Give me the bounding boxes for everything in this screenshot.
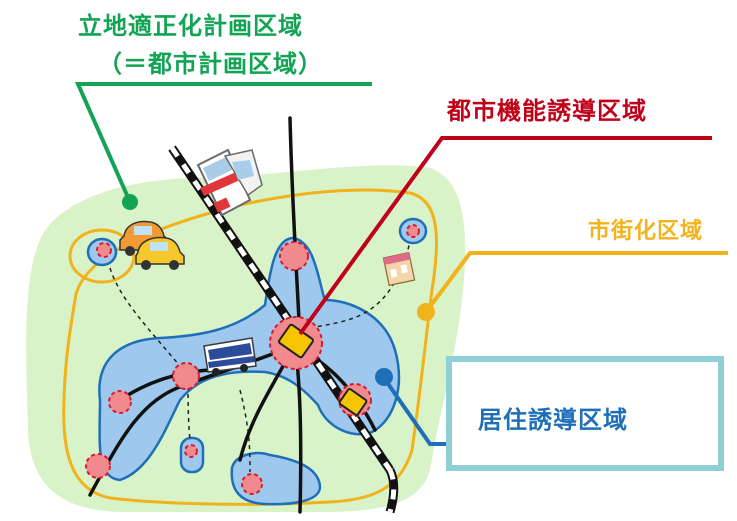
urban-function-node-left <box>108 390 132 414</box>
urban-function-node-bottom <box>241 473 263 495</box>
urban-function-area-label: 都市機能誘導区域 <box>447 97 647 125</box>
urban-function-node-bottomleft <box>85 453 111 479</box>
leader-location-plan <box>74 82 372 203</box>
urbanization-area-outline <box>62 188 439 506</box>
urbanization-dot <box>417 303 435 321</box>
station-markers <box>278 323 368 416</box>
car-icon <box>135 236 185 270</box>
residential-area-label: 居住誘導区域 <box>478 406 628 434</box>
location-plan-dot <box>122 194 138 210</box>
urban-function-node-top <box>279 241 309 271</box>
urbanization-area-label: 市街化区域 <box>588 219 704 244</box>
location-plan-area-label: 立地適正化計画区域 <box>78 12 303 40</box>
urban-function-node-center <box>172 362 200 390</box>
urban-function-node-upperright <box>406 224 420 238</box>
shop-icon <box>382 251 416 287</box>
leader-urbanization <box>424 251 728 314</box>
urbanization-enclave <box>68 228 136 284</box>
residential-label-box <box>446 356 724 471</box>
leader-urban-function <box>298 136 712 336</box>
urban-function-node-small <box>184 444 198 458</box>
station-icon <box>338 388 368 416</box>
location-plan-area-sublabel: （＝都市計画区域） <box>98 50 323 78</box>
residential-dot <box>375 368 393 386</box>
urban-function-node-upperleft <box>96 242 112 258</box>
railway <box>168 145 399 514</box>
bus-icon <box>203 337 257 376</box>
train-icon <box>196 148 263 217</box>
